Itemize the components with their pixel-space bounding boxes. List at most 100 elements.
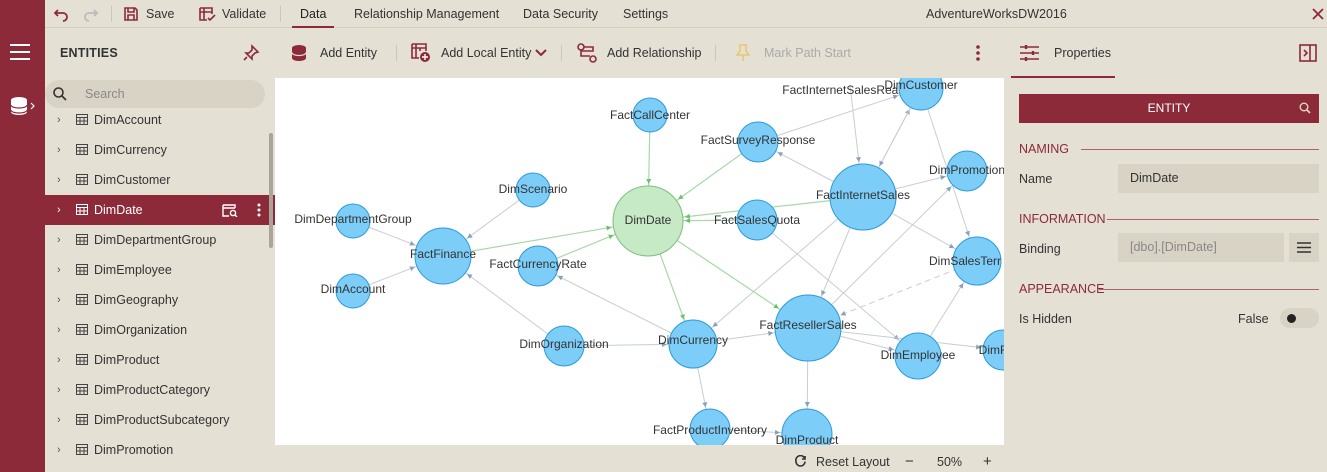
more-options-icon[interactable] [975, 45, 981, 61]
reset-layout-button[interactable]: Reset Layout [816, 455, 890, 469]
entity-item[interactable]: › DimOrganization [45, 315, 275, 345]
add-local-entity-button[interactable]: Add Local Entity [441, 46, 532, 60]
zoom-out-button[interactable]: − [905, 453, 914, 470]
entity-node-dimcustomer[interactable] [898, 78, 944, 111]
save-button[interactable]: Save [146, 7, 175, 21]
chevron-right-icon[interactable]: › [57, 384, 61, 396]
properties-tab[interactable]: Properties [1011, 28, 1115, 78]
more-options-icon[interactable] [257, 203, 261, 217]
validate-button[interactable]: Validate [222, 7, 267, 21]
relationship-edge[interactable] [537, 265, 694, 345]
entity-item[interactable]: ›DimProduct [45, 345, 275, 375]
entity-node-dimproduct[interactable] [781, 408, 833, 445]
pin-icon[interactable] [242, 44, 260, 62]
view-data-icon[interactable] [222, 204, 238, 217]
entity-node-dimdepartmentgroup[interactable] [335, 203, 371, 239]
entity-node-factinternetsales[interactable] [829, 163, 897, 231]
chevron-right-icon[interactable]: › [57, 414, 61, 426]
entity-item[interactable]: ›DimCustomer [45, 165, 275, 195]
entity-item[interactable]: ›DimCurrency [45, 135, 275, 165]
add-entity-button[interactable]: Add Entity [320, 46, 377, 60]
chevron-right-icon[interactable]: › [57, 294, 61, 306]
entity-item-label: DimOrganization [94, 323, 188, 337]
binding-field: [dbo].[DimDate] [1118, 233, 1284, 262]
entity-item[interactable]: ›DimAccount [45, 105, 275, 135]
entity-node-dimpromotion[interactable] [946, 150, 988, 192]
entity-item[interactable]: ›DimGeography [45, 285, 275, 315]
entity-node-label-dimdate: DimDate [625, 213, 672, 227]
tab-data[interactable]: Data [291, 0, 335, 28]
entity-node-factresellersales[interactable] [774, 294, 842, 362]
menu-icon[interactable] [10, 44, 30, 60]
relationship-graph[interactable]: FactCallCenterFactSurveyResponseFactInte… [275, 78, 1004, 445]
entity-node-label-dimcurrency: DimCurrency [658, 333, 728, 347]
search-icon[interactable] [1299, 102, 1311, 114]
close-icon[interactable] [1312, 8, 1324, 20]
mark-path-start-button[interactable]: Mark Path Start [764, 46, 851, 60]
entity-item[interactable]: ›DimProductCategory [45, 375, 275, 405]
entity-list: ›DimAccount›DimCurrency›DimCustomer›DimD… [45, 105, 275, 472]
entity-node-label-dimsalesterritory: DimSalesTerr [929, 254, 1001, 268]
relationship-edge[interactable] [807, 170, 968, 329]
tab-data-security[interactable]: Data Security [523, 7, 599, 21]
entity-node-dimdate[interactable] [612, 185, 684, 257]
entity-item[interactable]: ›DimProductSubcategory [45, 405, 275, 435]
zoom-level: 50% [937, 455, 963, 469]
entity-node-factsalesquota[interactable] [736, 199, 778, 241]
chevron-right-icon[interactable]: › [57, 204, 61, 216]
entity-node-dimsalesterritory[interactable] [952, 236, 1002, 286]
entities-title: ENTITIES [60, 46, 118, 60]
chevron-right-icon[interactable]: › [57, 264, 61, 276]
chevron-right-icon[interactable]: › [57, 144, 61, 156]
entity-item[interactable]: ›DimPromotion [45, 435, 275, 465]
zoom-in-button[interactable]: + [983, 453, 992, 470]
entity-node-label-dimproduct: DimProduct [776, 433, 839, 445]
entity-node-factfinance[interactable] [414, 227, 472, 285]
entity-list-scrollbar[interactable] [269, 133, 273, 248]
entity-node-dimemployee[interactable] [894, 332, 942, 380]
add-relationship-button[interactable]: Add Relationship [607, 46, 702, 60]
entity-node-factcallcenter[interactable] [632, 97, 668, 133]
entity-node-factcurrencyrate[interactable] [517, 245, 559, 287]
entity-node-dimorganization[interactable] [543, 325, 585, 367]
tab-settings[interactable]: Settings [623, 7, 669, 21]
chevron-right-icon[interactable]: › [57, 354, 61, 366]
entity-node-dimaccount[interactable] [335, 273, 371, 309]
entity-node-dimreseller[interactable] [982, 329, 1004, 371]
database-icon[interactable] [7, 95, 35, 117]
entity-node-factsurveyresponse[interactable] [737, 121, 779, 163]
binding-menu-button[interactable] [1289, 233, 1319, 262]
chevron-down-icon[interactable] [535, 49, 547, 57]
entity-node-label-dimcustomer: DimCustomer [884, 78, 957, 92]
table-icon [76, 384, 88, 395]
entity-node-dimscenario[interactable] [515, 172, 551, 208]
name-field[interactable]: DimDate [1118, 164, 1319, 193]
tab-relationship-management[interactable]: Relationship Management [354, 7, 500, 21]
validate-icon [199, 7, 216, 22]
relationship-arrow [680, 314, 685, 320]
collapse-panel-icon[interactable] [1299, 44, 1317, 62]
properties-panel: Properties ENTITY NAMING Name DimDate IN… [1011, 28, 1327, 472]
chevron-right-icon[interactable]: › [57, 114, 61, 126]
chevron-right-icon[interactable]: › [57, 324, 61, 336]
entity-search-input[interactable]: Search [45, 80, 265, 108]
table-icon [76, 174, 88, 185]
relationship-edge[interactable] [756, 219, 919, 357]
entity-item[interactable]: ›DimEmployee [45, 255, 275, 285]
chevron-right-icon[interactable]: › [57, 234, 61, 246]
chevron-right-icon[interactable]: › [57, 174, 61, 186]
redo-icon[interactable] [83, 6, 99, 22]
undo-icon[interactable] [53, 6, 69, 22]
entity-item[interactable]: ›DimDate [45, 195, 275, 225]
entity-node-factproductinventory[interactable] [689, 408, 731, 445]
entity-node-dimcurrency[interactable] [668, 319, 718, 369]
appearance-section-title: APPEARANCE [1019, 282, 1105, 296]
chevron-right-icon[interactable]: › [57, 444, 61, 456]
is-hidden-toggle[interactable] [1280, 308, 1319, 328]
information-section-title: INFORMATION [1019, 212, 1106, 226]
relationship-edge[interactable] [692, 196, 864, 345]
relationship-arrow [892, 94, 899, 100]
entity-item[interactable]: ›DimDepartmentGroup [45, 225, 275, 255]
relationship-arrow [608, 234, 614, 240]
